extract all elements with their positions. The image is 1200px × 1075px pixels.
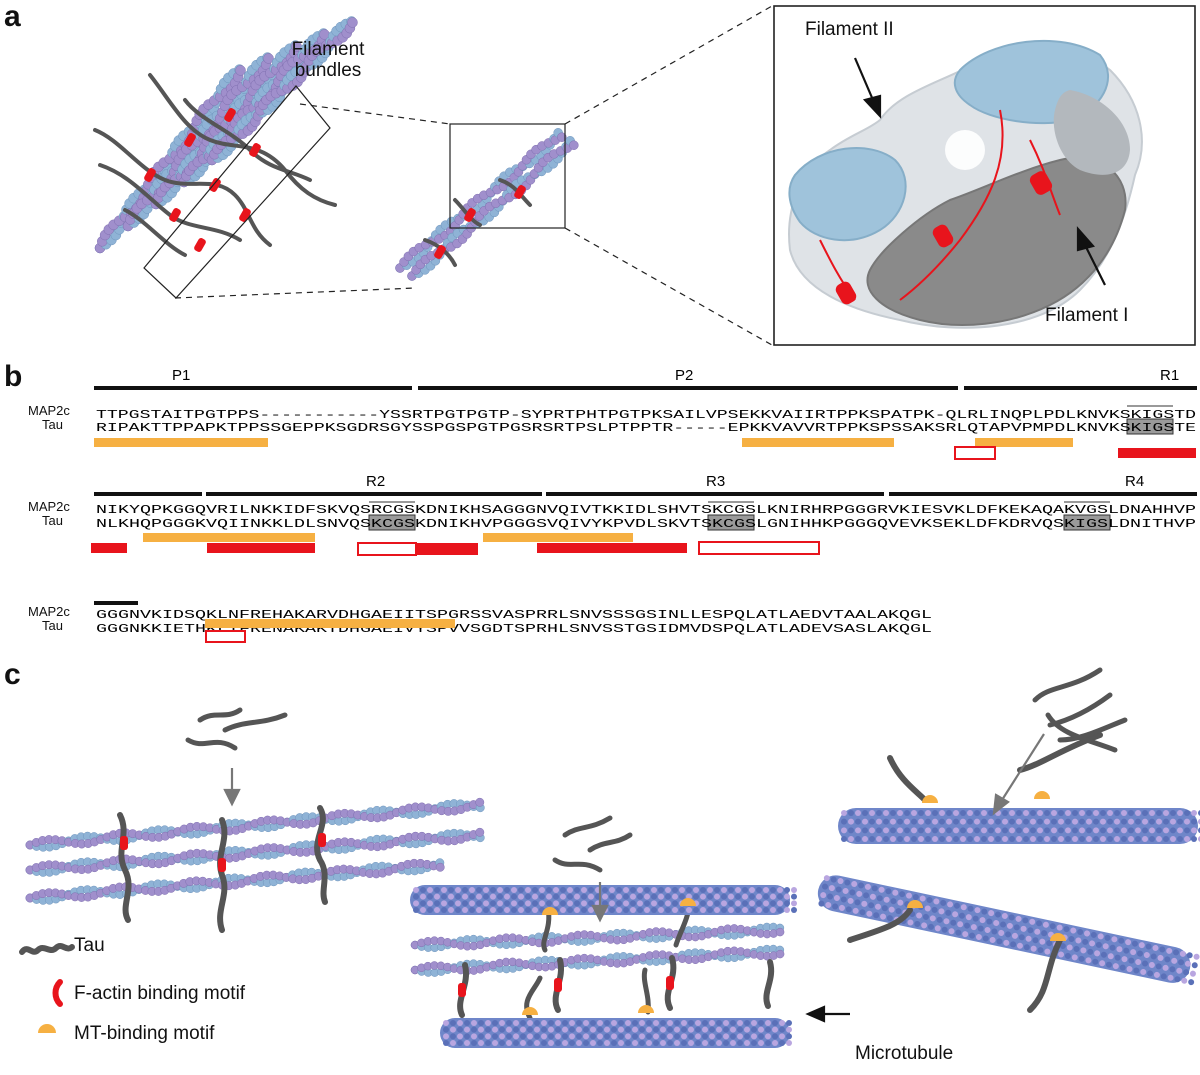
row1-tau-name: Tau (42, 417, 63, 432)
legend-tau-icon (19, 943, 75, 955)
factin-open-boxes (205, 446, 996, 643)
filament-arrows (853, 57, 1106, 286)
region-bars (94, 386, 1197, 605)
region-label-r4: R4 (1125, 473, 1144, 490)
legend-mt-label: MT-binding motif (74, 1023, 215, 1044)
bundle-box (143, 85, 331, 299)
single-filament (395, 128, 579, 281)
panel-letter-b: b (4, 360, 23, 393)
zoom-lines-1 (174, 5, 773, 346)
seq-row2-map2c: NIKYQPKGGQVRILNKKIDFSKVQSRCGSKDNIKHSAGGG… (96, 504, 1196, 517)
factin-bars (91, 448, 1196, 555)
bundles-label-line2: bundles (294, 59, 362, 81)
region-label-r3: R3 (706, 473, 725, 490)
filament-bundle (93, 16, 358, 257)
zoom-box (449, 123, 566, 229)
region-label-p1: P1 (172, 367, 190, 384)
legend-factin-icon (52, 979, 63, 1007)
free-tau (185, 667, 1128, 873)
microtubule-arrow (805, 1005, 850, 1023)
bundles-label-line1: Filament (291, 39, 365, 60)
row2-map2c-name: MAP2c (28, 499, 70, 514)
panel-letter-c: c (4, 658, 21, 691)
panel-letter-a: a (4, 0, 21, 33)
legend-factin-label: F-actin binding motif (74, 983, 246, 1004)
region-label-r1: R1 (1160, 367, 1179, 384)
filament-ii-label: Filament II (805, 19, 894, 40)
seq-row1-map2c: TTPGSTAITPGTPPS-----------YSSRTPGTPGTP-S… (96, 409, 1196, 422)
microtubule-label: Microtubule (855, 1043, 954, 1064)
mt-binding-bars (94, 438, 1073, 628)
row3-tau-name: Tau (42, 618, 63, 633)
panel-c-art (19, 667, 1200, 1048)
motif-boxes (368, 418, 1174, 531)
bundles-label: Filament bundles (283, 39, 373, 82)
region-label-p2: P2 (675, 367, 693, 384)
gray-arrows (223, 733, 1045, 923)
legend-mt-icon (38, 1024, 56, 1033)
row3-map2c-name: MAP2c (28, 604, 70, 619)
seq-row2-tau: NLKHQPGGGKVQIINKKLDLSNVQSKCGSKDNIKHVPGGG… (96, 518, 1196, 531)
panel-a-art (93, 5, 1196, 346)
motif-underlines (369, 405, 1173, 503)
seq-row3-map2c: GGGNVKIDSQKLNFREHAKARVDHGAEIITSPGRSSVASP… (96, 609, 932, 622)
filament-i-label: Filament I (1045, 305, 1129, 326)
row2-tau-name: Tau (42, 513, 63, 528)
seq-row1-tau: RIPAKTTPPAPKTPPSSGEPPKSGDRSGYSSPGSPGTPGS… (96, 422, 1196, 435)
row1-map2c-name: MAP2c (28, 403, 70, 418)
legend-tau-label: Tau (74, 935, 105, 956)
cryo-em-structure (788, 39, 1143, 329)
actin-filaments-tau (25, 797, 785, 1021)
region-label-r2: R2 (366, 473, 385, 490)
panel-b-art: P1 P2 R1 R2 R3 R4 TTPGSTAITPGTPPS-------… (91, 367, 1197, 643)
